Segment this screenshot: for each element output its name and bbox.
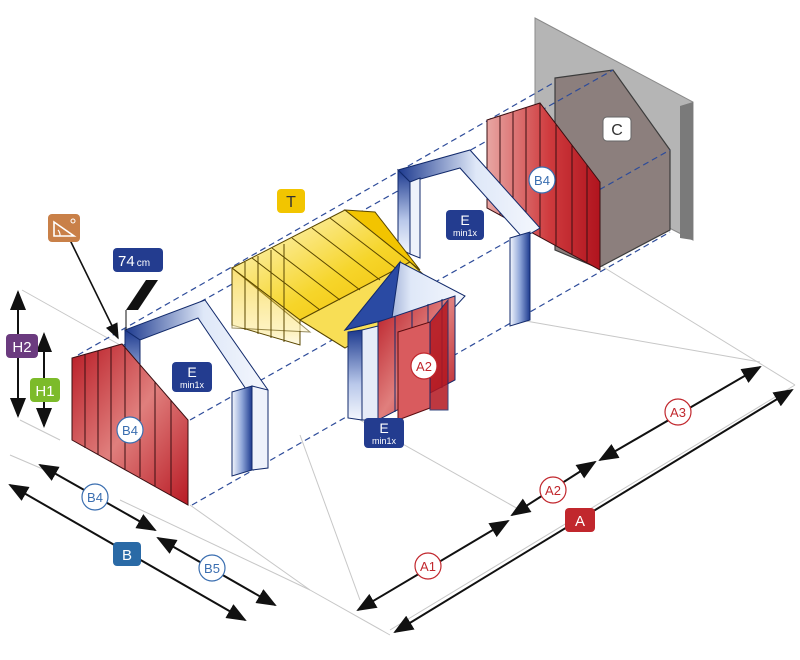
label-c: C <box>602 116 632 142</box>
svg-text:H1: H1 <box>35 383 54 400</box>
svg-text:H2: H2 <box>12 339 31 356</box>
label-t: T <box>277 189 305 213</box>
svg-text:C: C <box>611 122 623 139</box>
svg-text:B5: B5 <box>204 561 220 576</box>
svg-text:T: T <box>286 194 296 211</box>
t-module <box>231 209 441 349</box>
label-b4-left: B4 <box>116 416 144 444</box>
svg-text:E: E <box>460 212 469 228</box>
label-a2-door: A2 <box>410 352 438 380</box>
svg-text:A2: A2 <box>416 359 432 374</box>
label-b5: B5 <box>198 554 226 582</box>
svg-text:A2: A2 <box>545 483 561 498</box>
width-marker <box>126 280 158 310</box>
label-a2-dim: A2 <box>539 476 567 504</box>
svg-text:A3: A3 <box>670 405 686 420</box>
svg-text:min1x: min1x <box>180 380 205 390</box>
label-h2: H2 <box>6 334 38 358</box>
angle-pointer <box>69 239 119 340</box>
label-e-middle: E min1x <box>364 418 404 448</box>
label-a1: A1 <box>414 552 442 580</box>
roof-angle-icon <box>48 214 80 242</box>
svg-text:min1x: min1x <box>372 436 397 446</box>
svg-text:min1x: min1x <box>453 228 478 238</box>
svg-text:B4: B4 <box>122 423 138 438</box>
svg-text:B4: B4 <box>534 173 550 188</box>
svg-text:A1: A1 <box>420 559 436 574</box>
label-a3: A3 <box>664 398 692 426</box>
label-b4-right: B4 <box>528 166 556 194</box>
svg-text:B4: B4 <box>87 490 103 505</box>
svg-text:B: B <box>122 547 132 564</box>
label-e-right: E min1x <box>446 210 484 240</box>
svg-text:E: E <box>379 420 388 436</box>
label-b4-dim: B4 <box>81 483 109 511</box>
label-h1: H1 <box>30 378 60 402</box>
svg-text:E: E <box>187 364 196 380</box>
label-e-left: E min1x <box>172 362 212 392</box>
label-a: A <box>565 508 595 532</box>
label-b: B <box>113 542 141 566</box>
e-frame-right <box>397 149 541 327</box>
svg-text:A: A <box>575 513 585 530</box>
